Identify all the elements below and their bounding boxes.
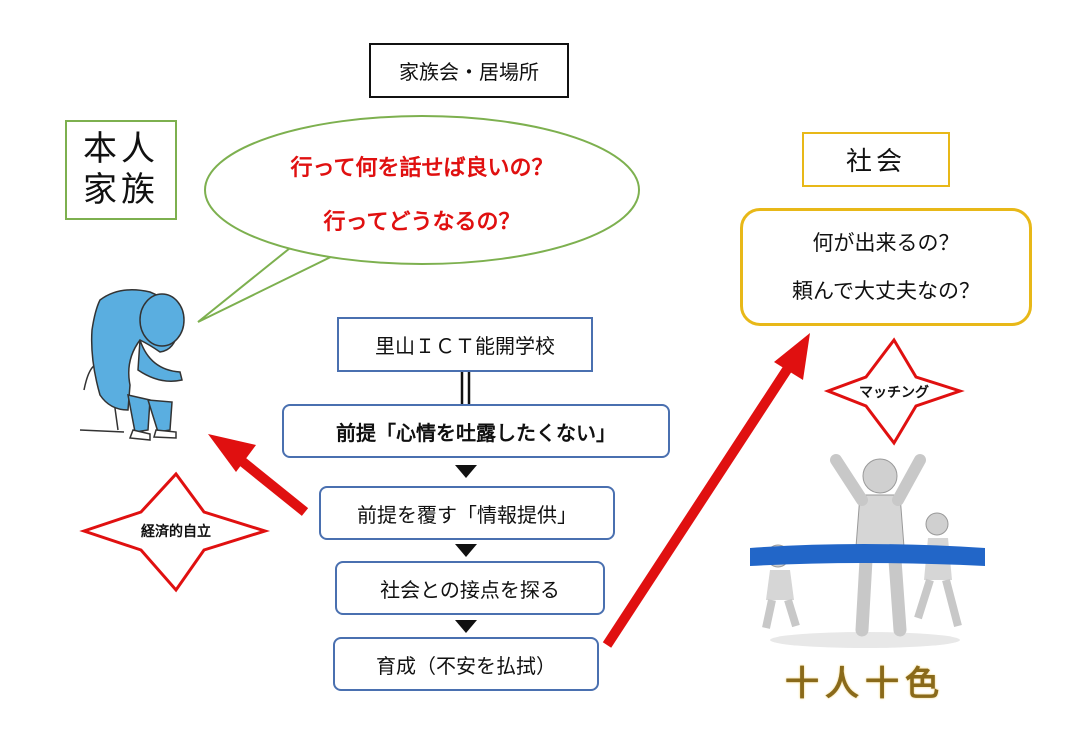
down-triangle-icon bbox=[455, 465, 477, 478]
bubble-line2: 行ってどうなるの？ bbox=[323, 210, 521, 235]
star-right-shape bbox=[823, 337, 965, 446]
flow-step-4: 育成（不安を払拭） bbox=[333, 637, 599, 691]
speech-bubble bbox=[197, 115, 640, 323]
red-arrow-left-icon bbox=[208, 434, 309, 516]
society-questions-box: 何が出来るの？ 頼んで大丈夫なの？ bbox=[740, 208, 1032, 326]
equals-connector bbox=[460, 372, 471, 404]
red-arrow-up-icon bbox=[602, 333, 810, 648]
flow-triangles bbox=[455, 465, 477, 633]
person-figure-icon bbox=[79, 289, 185, 441]
star-left-shape bbox=[79, 471, 271, 593]
flow-step-1: 前提「心情を吐露したくない」 bbox=[282, 404, 670, 458]
school-box: 里山ＩＣＴ能開学校 bbox=[337, 317, 593, 372]
bottom-caption: 十人十色 bbox=[785, 663, 945, 704]
society-label: 社会 bbox=[802, 132, 950, 187]
down-triangle-icon bbox=[455, 544, 477, 557]
person-label-line1: 本人 bbox=[83, 129, 159, 170]
bubble-line1: 行って何を話せば良いの？ bbox=[290, 156, 554, 181]
star-left-label: 経済的自立 bbox=[141, 524, 211, 540]
down-triangle-icon bbox=[455, 620, 477, 633]
society-question-line2: 頼んで大丈夫なの？ bbox=[792, 279, 980, 303]
flow-step-3: 社会との接点を探る bbox=[335, 561, 605, 615]
runners-finish-icon bbox=[750, 454, 985, 648]
flow-step-2: 前提を覆す「情報提供」 bbox=[319, 486, 615, 540]
society-question-line1: 何が出来るの？ bbox=[812, 230, 960, 255]
family-meeting-label: 家族会・居場所 bbox=[369, 43, 569, 98]
person-label-line2: 家族 bbox=[83, 170, 159, 210]
person-family-label: 本人 家族 bbox=[65, 120, 177, 220]
star-right-label: マッチング bbox=[859, 385, 929, 401]
